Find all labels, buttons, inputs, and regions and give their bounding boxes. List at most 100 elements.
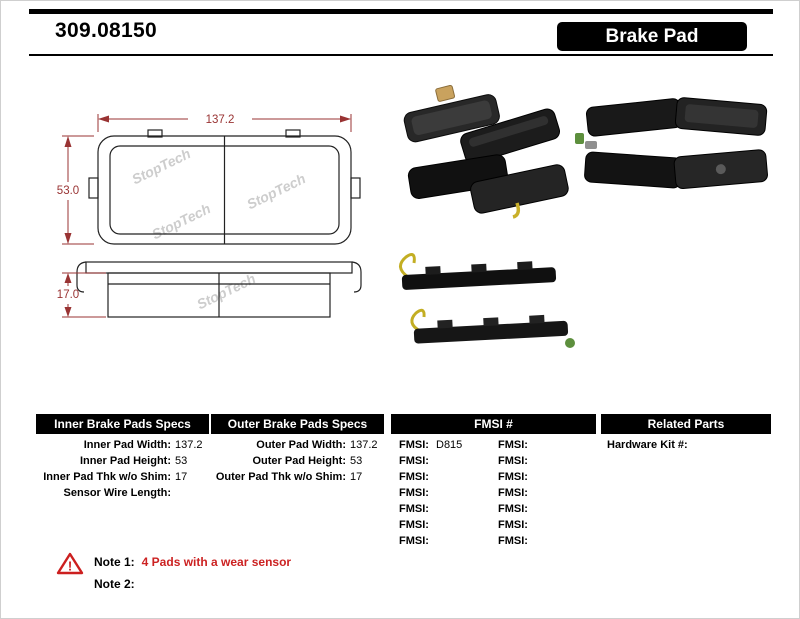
spec-value: 53 (350, 455, 363, 467)
spec-label: Sensor Wire Length: (63, 487, 171, 499)
fmsi-row: FMSI: FMSI: (391, 469, 596, 485)
outer-specs-header: Outer Brake Pads Specs (211, 414, 384, 434)
spec-row: Outer Pad Height: 53 (211, 453, 384, 469)
spec-row: Outer Pad Thk w/o Shim: 17 (211, 469, 384, 485)
note-2: Note 2: (94, 575, 142, 592)
fmsi-label: FMSI: (498, 535, 528, 547)
fmsi-label: FMSI: (498, 439, 528, 451)
spec-label: Outer Pad Width: (256, 439, 346, 451)
related-parts-header: Related Parts (601, 414, 771, 434)
spec-label: Inner Pad Thk w/o Shim: (43, 471, 171, 483)
width-dim-label: 137.2 (206, 114, 235, 126)
dim-arrow (98, 115, 109, 123)
spec-value: 17 (350, 471, 363, 483)
fmsi-row: FMSI: FMSI: (391, 533, 596, 549)
watermark-text: StopTech (244, 170, 308, 212)
brake-pad-photo (403, 94, 500, 143)
dim-arrow (64, 136, 72, 147)
brake-pad-photo (470, 164, 569, 214)
fmsi-label: FMSI: (498, 503, 528, 515)
related-parts-table: Related Parts Hardware Kit #: (601, 414, 771, 453)
pad-photo-set-flat (575, 97, 768, 190)
spec-label: Outer Pad Thk w/o Shim: (215, 471, 346, 483)
spec-row: Inner Pad Height: 53 (36, 453, 209, 469)
dim-arrow (64, 273, 72, 283)
product-title: Brake Pad (605, 25, 699, 47)
fmsi-row: FMSI: FMSI: (391, 501, 596, 517)
spec-value: 137.2 (350, 439, 378, 451)
fmsi-label: FMSI: (399, 519, 429, 531)
note-1: Note 1: 4 Pads with a wear sensor (94, 553, 291, 570)
brake-pad-photo (585, 98, 683, 137)
watermark-text: StopTech (129, 145, 193, 187)
technical-drawing: StopTech StopTech StopTech StopTech 137.… (57, 114, 362, 318)
retainer-clip (575, 133, 584, 144)
fmsi-table: FMSI # FMSI: D815 FMSI: FMSI: FMSI: FMSI… (391, 414, 596, 549)
fmsi-row: FMSI: FMSI: (391, 453, 596, 469)
pad-top-view (88, 129, 361, 245)
fmsi-label: FMSI: (399, 503, 429, 515)
inner-specs-header: Inner Brake Pads Specs (36, 414, 209, 434)
outer-specs-table: Outer Brake Pads Specs Outer Pad Width: … (211, 414, 384, 485)
fmsi-label: FMSI: (399, 487, 429, 499)
spec-label: Inner Pad Height: (79, 455, 171, 467)
fmsi-label: FMSI: (498, 471, 528, 483)
brake-pad-photo (674, 97, 768, 136)
brake-pad-photo (460, 108, 561, 164)
fmsi-header: FMSI # (391, 414, 596, 434)
wear-sensor-wire (512, 202, 521, 219)
watermark-text: StopTech (149, 200, 213, 242)
brake-pad-photo (401, 261, 557, 290)
spec-label: Outer Pad Height: (252, 455, 346, 467)
wear-sensor-wire (410, 308, 426, 333)
fmsi-label: FMSI: (399, 439, 429, 451)
dim-arrow (340, 115, 351, 123)
related-part-row: Hardware Kit #: (601, 437, 771, 453)
brake-pad-photo (584, 151, 683, 189)
wear-sensor-wire (399, 253, 416, 279)
thickness-dim-label: 17.0 (57, 289, 79, 301)
fmsi-label: FMSI: (399, 535, 429, 547)
pad-photo-set-angled (403, 84, 569, 219)
inner-specs-table: Inner Brake Pads Specs Inner Pad Width: … (36, 414, 209, 501)
fmsi-label: FMSI: (498, 455, 528, 467)
spec-row: Inner Pad Thk w/o Shim: 17 (36, 469, 209, 485)
fmsi-label: FMSI: (399, 471, 429, 483)
part-number: 309.08150 (55, 19, 157, 42)
fmsi-label: FMSI: (498, 487, 528, 499)
spec-row: Sensor Wire Length: (36, 485, 209, 501)
warning-glyph: ! (68, 559, 72, 574)
fmsi-row: FMSI: FMSI: (391, 517, 596, 533)
fmsi-row: FMSI: FMSI: (391, 485, 596, 501)
retainer-clip (565, 338, 575, 348)
pad-photo-set-side (399, 253, 575, 348)
note-1-text: 4 Pads with a wear sensor (141, 554, 292, 569)
fmsi-label: FMSI: (399, 455, 429, 467)
spec-row: Inner Pad Width: 137.2 (36, 437, 209, 453)
note-1-label: Note 1: (94, 554, 135, 569)
spec-value: 17 (175, 471, 188, 483)
watermark-text: StopTech (194, 270, 258, 312)
fmsi-label: FMSI: (498, 519, 528, 531)
fmsi-row: FMSI: D815 FMSI: (391, 437, 596, 453)
width-dimension (97, 114, 352, 132)
pad-side-view (76, 261, 362, 318)
spec-value: 137.2 (175, 439, 203, 451)
brake-pad-photo (413, 314, 569, 344)
spec-value: 53 (175, 455, 188, 467)
product-title-badge: Brake Pad (557, 22, 747, 51)
note-2-label: Note 2: (94, 576, 135, 591)
retainer-clip (585, 141, 597, 149)
spec-label: Inner Pad Width: (83, 439, 171, 451)
spec-row: Outer Pad Width: 137.2 (211, 437, 384, 453)
header-underline (29, 54, 773, 56)
brake-pad-photo (673, 149, 768, 190)
related-part-label: Hardware Kit #: (607, 439, 688, 451)
dim-arrow (64, 233, 72, 244)
sensor-connector (435, 84, 456, 102)
height-dim-label: 53.0 (57, 185, 79, 197)
dim-arrow (64, 307, 72, 317)
top-rule (29, 9, 773, 14)
fmsi-value: D815 (436, 439, 463, 451)
